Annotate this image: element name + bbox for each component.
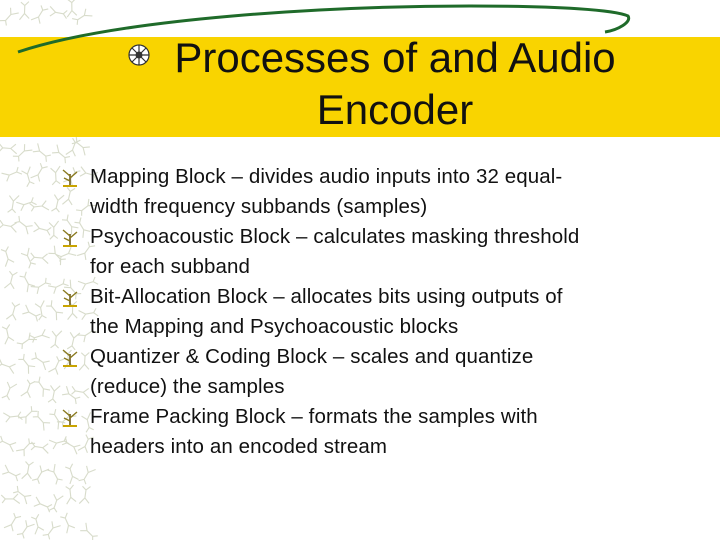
background-glyph — [12, 214, 35, 235]
background-glyph — [32, 375, 52, 398]
background-glyph — [29, 513, 45, 535]
background-glyph — [48, 220, 60, 240]
background-glyph — [2, 410, 24, 423]
plant-bullet-icon — [62, 169, 78, 187]
background-glyph — [6, 193, 20, 215]
background-glyph — [0, 464, 23, 483]
title-line-2: Encoder — [316, 86, 474, 133]
background-glyph — [77, 463, 97, 486]
background-glyph — [31, 142, 53, 163]
background-glyph — [45, 463, 65, 486]
background-glyph — [17, 270, 37, 293]
background-glyph — [29, 251, 50, 265]
background-glyph — [0, 357, 18, 375]
background-glyph — [31, 409, 52, 432]
background-glyph — [3, 269, 19, 291]
background-glyph — [41, 519, 62, 540]
decorative-swoosh — [17, 4, 631, 54]
list-item-line-2: headers into an encoded stream — [90, 435, 388, 458]
background-glyph — [50, 144, 72, 165]
background-glyph — [63, 462, 80, 485]
background-glyph — [15, 195, 38, 212]
background-glyph — [30, 463, 50, 486]
background-glyph — [5, 300, 22, 323]
plant-bullet-icon — [62, 349, 78, 367]
slide-title: Processes of and Audio Encoder — [140, 32, 650, 136]
background-glyph — [19, 247, 38, 270]
list-item: Psychoacoustic Block – calculates maskin… — [60, 222, 680, 282]
plant-bullet-icon — [62, 409, 78, 427]
list-item-line-1: Mapping Block – divides audio inputs int… — [90, 165, 563, 188]
bullet-list: Mapping Block – divides audio inputs int… — [60, 162, 680, 462]
list-item-line-2: (reduce) the samples — [90, 375, 285, 398]
background-glyph — [20, 378, 37, 400]
list-item: Quantizer & Coding Block – scales and qu… — [60, 342, 680, 402]
background-glyph — [0, 218, 19, 233]
background-glyph — [21, 459, 35, 481]
plant-bullet-icon — [62, 229, 78, 247]
list-item-line-2: width frequency subbands (samples) — [90, 195, 428, 218]
background-glyph — [0, 142, 19, 155]
background-glyph — [78, 484, 92, 506]
list-item-line-1: Psychoacoustic Block – calculates maskin… — [90, 225, 580, 248]
list-item-line-1: Bit-Allocation Block – allocates bits us… — [90, 285, 563, 308]
list-item-line-1: Quantizer & Coding Block – scales and qu… — [90, 345, 534, 368]
background-glyph — [15, 518, 36, 540]
background-glyph — [65, 136, 82, 159]
background-glyph — [3, 511, 23, 534]
title-line-1: Processes of and Audio — [174, 34, 616, 81]
background-glyph — [30, 161, 49, 184]
background-glyph — [29, 351, 52, 371]
background-glyph — [0, 245, 16, 268]
list-item-line-1: Frame Packing Block – formats the sample… — [90, 405, 538, 428]
background-glyph — [58, 511, 77, 534]
background-glyph — [64, 484, 77, 505]
list-item: Bit-Allocation Block – allocates bits us… — [60, 282, 680, 342]
background-glyph — [78, 522, 100, 540]
background-glyph — [16, 352, 37, 375]
background-glyph — [17, 404, 39, 426]
background-glyph — [11, 484, 34, 505]
background-glyph — [0, 323, 15, 345]
background-glyph — [28, 328, 51, 345]
background-glyph — [0, 379, 18, 402]
list-item-line-2: the Mapping and Psychoacoustic blocks — [90, 315, 459, 338]
list-item: Frame Packing Block – formats the sample… — [60, 402, 680, 462]
background-glyph — [15, 436, 37, 458]
background-glyph — [46, 383, 61, 405]
background-glyph — [0, 165, 23, 183]
flower-bullet-icon — [128, 44, 150, 66]
title-band — [0, 37, 720, 137]
plant-bullet-icon — [62, 289, 78, 307]
background-glyph — [0, 434, 19, 453]
background-glyph — [31, 221, 53, 237]
background-glyph — [47, 492, 64, 514]
background-glyph — [0, 493, 21, 505]
list-item: Mapping Block – divides audio inputs int… — [60, 162, 680, 222]
list-item-line-2: for each subband — [90, 255, 251, 278]
